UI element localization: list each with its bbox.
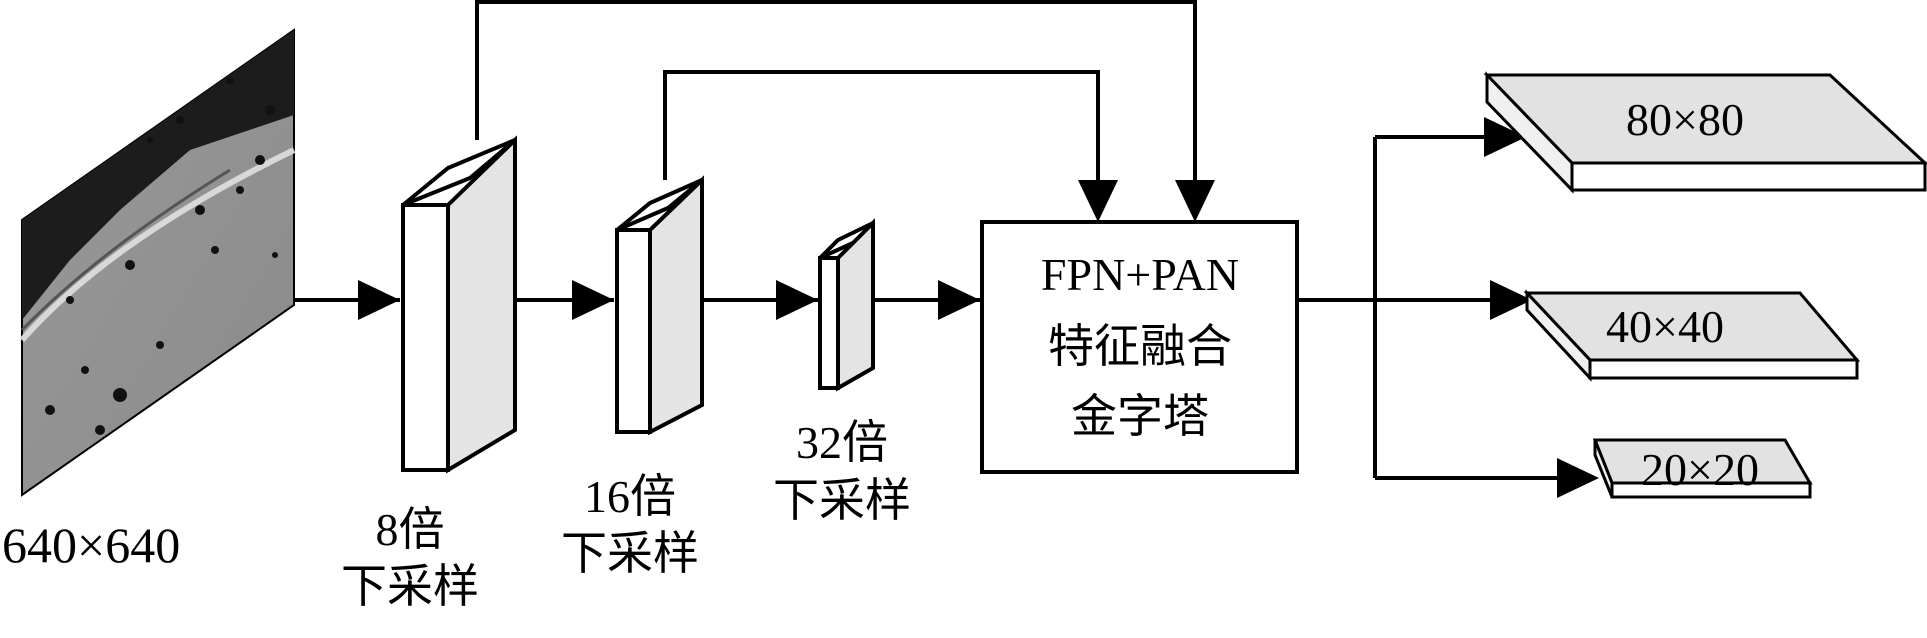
arrow-to-16x-icon [572,280,614,320]
block-8x-line1: 8倍 [376,504,445,555]
input-size-label: 640×640 [2,517,180,573]
input-image [19,28,296,497]
arrow-to-80-icon [1484,117,1526,157]
block-16x-line1: 16倍 [584,471,676,522]
backbone-block-32x [818,218,875,392]
neck-line1: FPN+PAN [1041,249,1239,300]
arrow-to-20-icon [1557,458,1599,498]
arrow-to-32x-icon [776,280,818,320]
arrow-skip-8x-icon [1175,180,1215,222]
output-20-label: 20×20 [1641,444,1759,495]
arrow-to-40-icon [1490,280,1532,320]
neck-line2: 特征融合 [1048,321,1232,372]
neck-line3: 金字塔 [1071,391,1209,442]
block-32x-line2: 下采样 [773,475,911,526]
output-80-label: 80×80 [1626,94,1744,145]
block-16x-line2: 下采样 [561,528,699,579]
arrow-to-8x-icon [358,280,400,320]
backbone-block-16x [615,175,704,436]
backbone-block-8x [401,135,517,474]
output-20-slab [1592,438,1813,499]
arrow-heads [358,117,1599,498]
block-8x-line2: 下采样 [341,561,479,612]
output-40-slab [1523,289,1861,382]
output-40-label: 40×40 [1606,301,1724,352]
arrow-skip-16x-icon [1078,180,1118,222]
output-80-slab [1483,71,1927,194]
block-32x-line1: 32倍 [796,417,888,468]
neck-box [980,220,1299,474]
arrow-to-neck-icon [938,280,980,320]
